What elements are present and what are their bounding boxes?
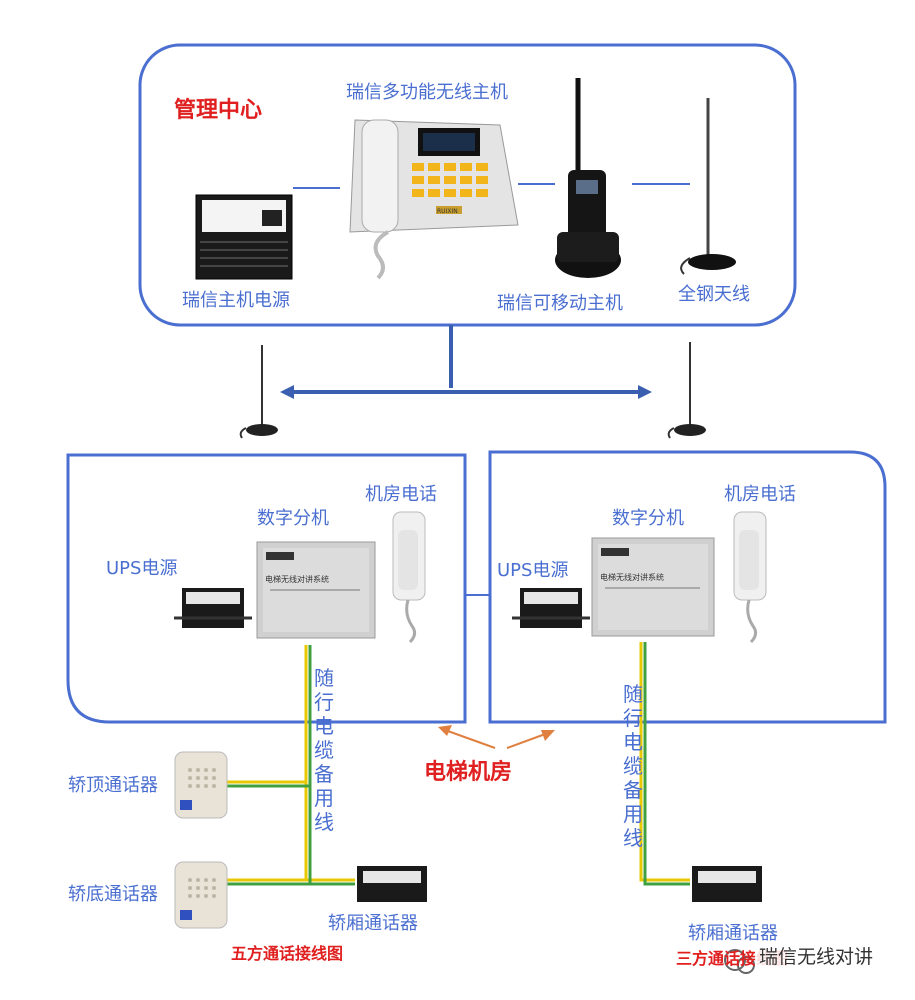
phone-left-label: 机房电话 (365, 484, 437, 505)
digital-extension-left-icon (256, 541, 376, 639)
car-bottom-intercom-icon (174, 861, 228, 929)
car-intercom-left-icon (357, 866, 427, 902)
main-host-label: 瑞信多功能无线主机 (346, 82, 508, 103)
antenna-left-icon (239, 345, 278, 439)
antenna-label: 全钢天线 (678, 284, 750, 305)
host-power-icon (195, 194, 293, 280)
bus-arrow-left (280, 385, 294, 399)
wechat-icon (724, 949, 755, 974)
car-left-label: 轿厢通话器 (328, 913, 418, 934)
car-right-label: 轿厢通话器 (688, 923, 778, 944)
wires-left (226, 645, 355, 886)
antenna-right-icon (667, 342, 706, 439)
power-label: 瑞信主机电源 (182, 290, 290, 311)
car-top-intercom-icon (174, 751, 228, 819)
watermark-text: 瑞信无线对讲 (755, 948, 878, 967)
room-right-frame (488, 450, 887, 724)
phone-right-label: 机房电话 (724, 484, 796, 505)
ext-left-label: 数字分机 (257, 508, 329, 529)
ext-left-panel-text: 电梯无线对讲系统 (265, 574, 329, 584)
wireless-host-icon (349, 119, 519, 280)
cable-right-label: 随行电缆备用线 (623, 682, 643, 850)
ups-left-label: UPS电源 (106, 558, 178, 579)
bus-arrow-right (638, 385, 652, 399)
mobile-host-label: 瑞信可移动主机 (497, 293, 623, 314)
host-brand-text: RUIXIN (437, 208, 458, 215)
cable-left-label: 随行电缆备用线 (314, 666, 334, 834)
ups-left-icon (174, 588, 252, 628)
digital-extension-right-icon (591, 537, 715, 637)
ups-right-icon (512, 588, 590, 628)
room-phone-right-icon (733, 511, 767, 644)
car-top-label: 轿顶通话器 (68, 775, 158, 796)
car-bottom-label: 轿底通话器 (68, 884, 158, 905)
car-intercom-right-icon (692, 866, 762, 902)
ext-right-label: 数字分机 (612, 508, 684, 529)
ups-right-label: UPS电源 (497, 560, 569, 581)
wires-right (639, 642, 690, 886)
room-phone-left-icon (392, 511, 426, 644)
ext-right-panel-text: 电梯无线对讲系统 (600, 572, 664, 582)
machine-room-label: 电梯机房 (424, 760, 513, 785)
room-left-frame (66, 453, 467, 724)
center-title: 管理中心 (174, 98, 263, 123)
center-frame (138, 43, 797, 327)
steel-antenna-icon (680, 98, 736, 275)
mobile-host-icon (555, 78, 621, 278)
five-party-caption: 五方通话接线图 (231, 944, 344, 963)
